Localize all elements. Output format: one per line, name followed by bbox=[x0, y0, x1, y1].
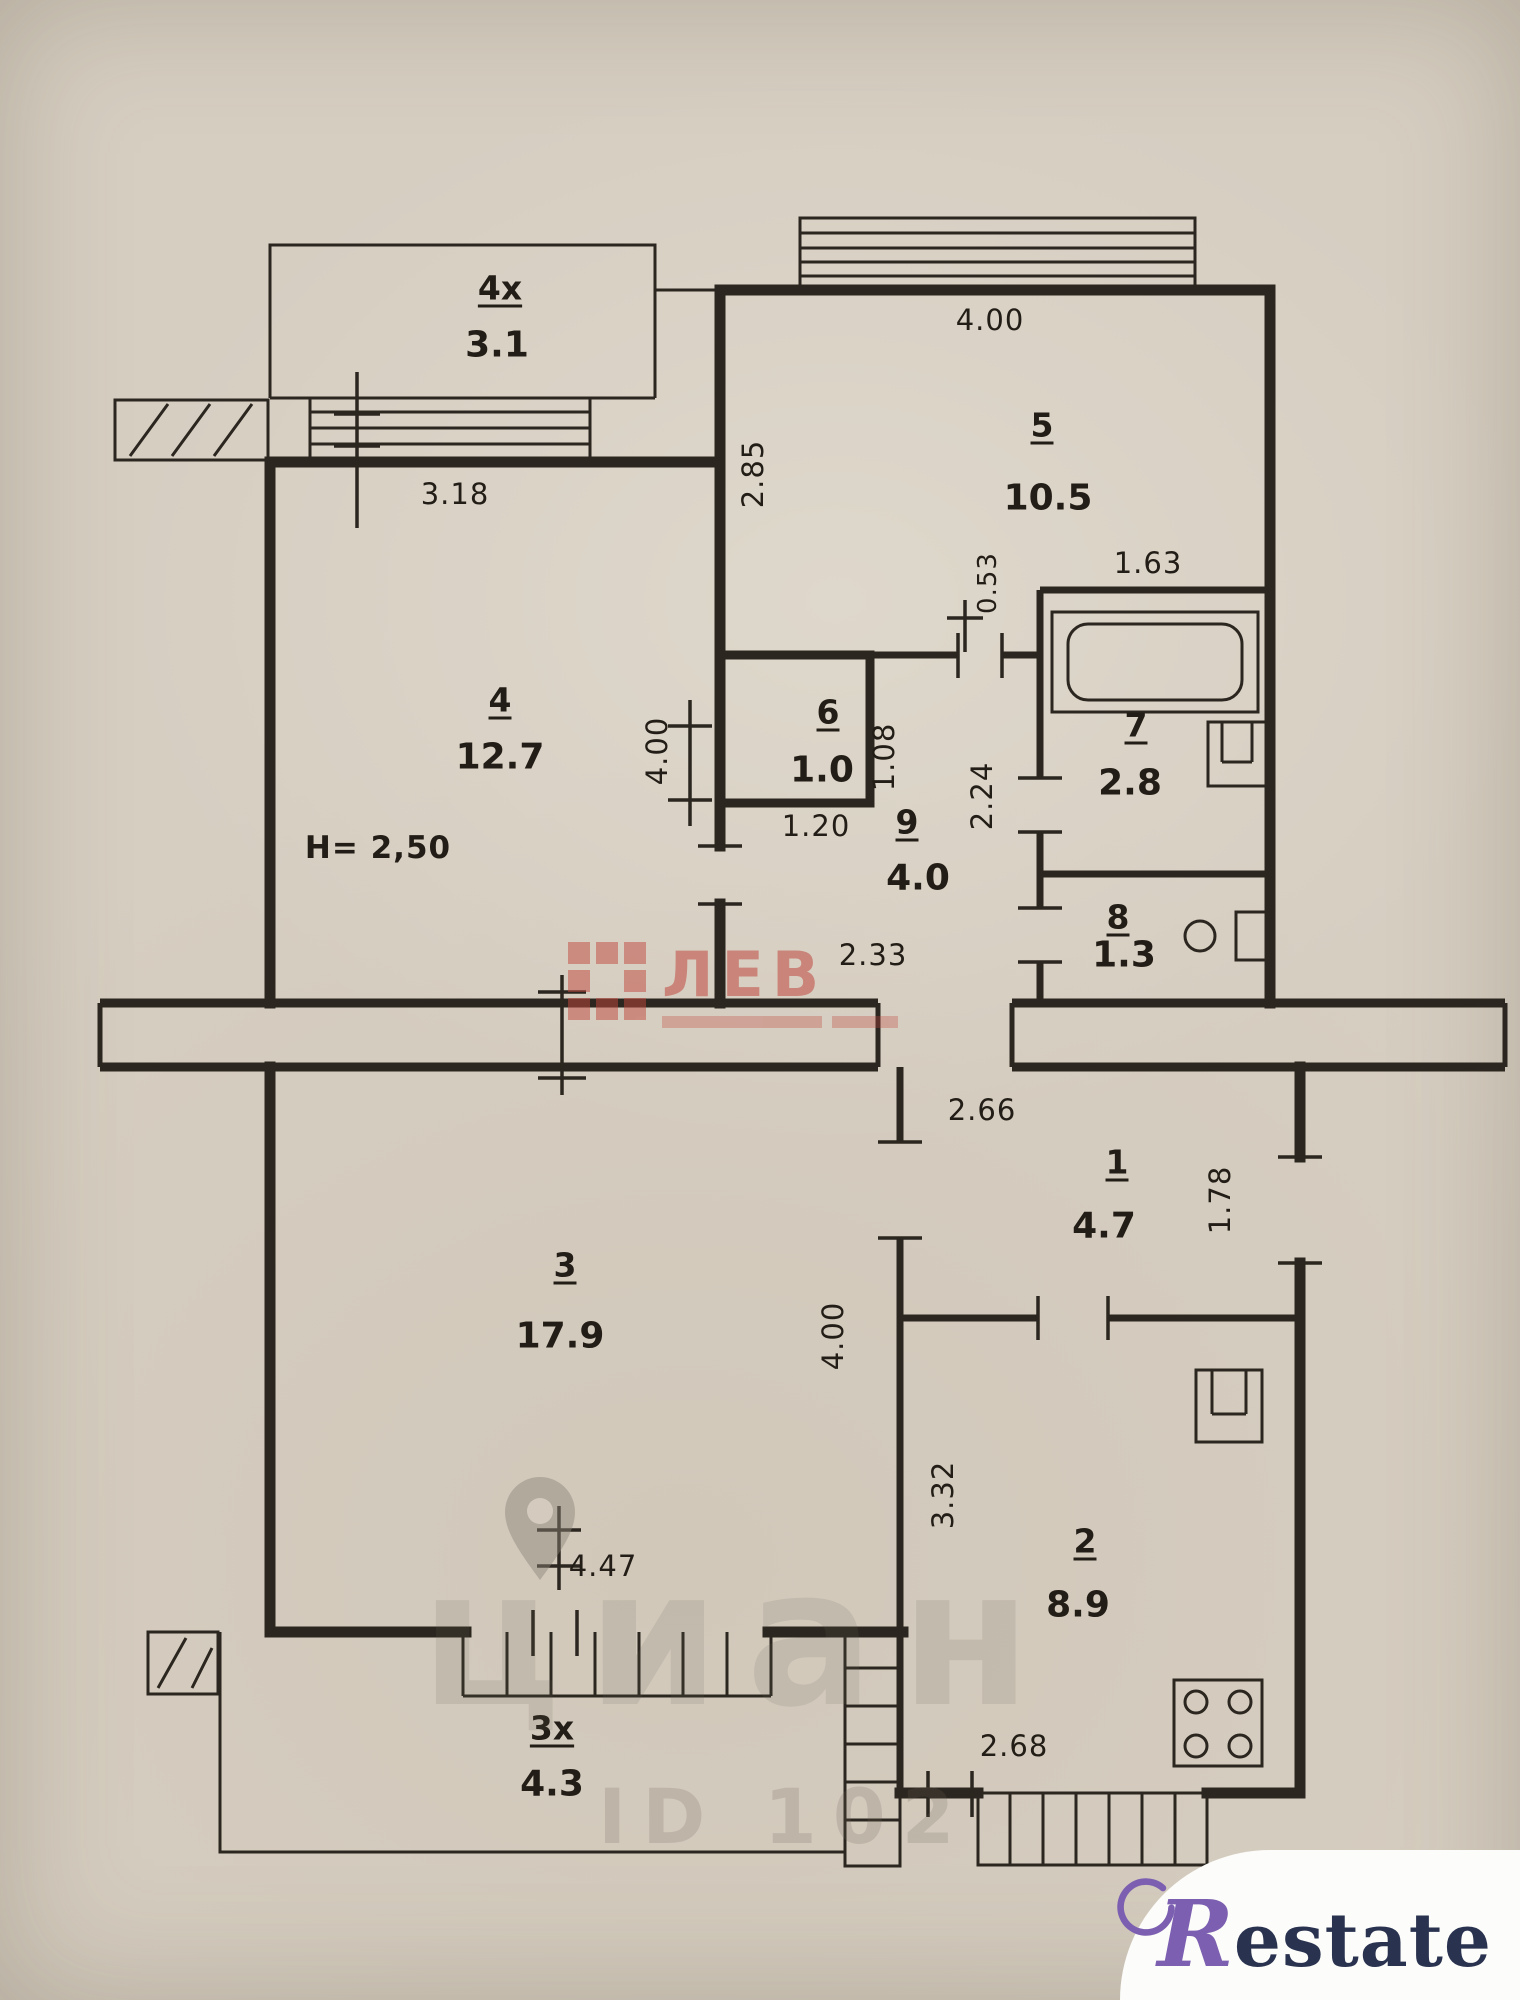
balconies-windows-hatching bbox=[113, 216, 1209, 1868]
room-6-number: 6 bbox=[816, 692, 840, 732]
room-4-area: 12.7 bbox=[455, 736, 545, 778]
room-3-number: 3 bbox=[553, 1245, 577, 1285]
outer-walls bbox=[264, 284, 1306, 1799]
bath-sink-icon bbox=[1206, 720, 1268, 788]
room-7-number: 7 bbox=[1124, 705, 1148, 745]
restate-swirl-icon bbox=[1117, 1878, 1176, 1936]
room-4x-number: 4x bbox=[477, 268, 523, 308]
white-corner-background bbox=[1120, 1850, 1520, 2000]
agency-logo-subtext-bars bbox=[662, 1016, 898, 1028]
location-pin-icon bbox=[505, 1477, 575, 1580]
kitchen-sink-icon bbox=[1194, 1368, 1264, 1444]
room-7-area: 2.8 bbox=[1098, 762, 1162, 804]
room-2-number: 2 bbox=[1073, 1521, 1097, 1561]
plumbing-kitchen-fixtures bbox=[1050, 610, 1270, 1768]
agency-logo-watermark: ЛЕВ bbox=[662, 938, 828, 1011]
dim-bath-top: 1.63 bbox=[1113, 546, 1183, 580]
room-3x-area: 4.3 bbox=[520, 1763, 584, 1805]
listing-id-watermark: ID 102 bbox=[598, 1772, 971, 1861]
dim-kitchen-bottom: 2.68 bbox=[979, 1729, 1049, 1763]
stove-icon bbox=[1172, 1678, 1264, 1768]
room-1-number: 1 bbox=[1105, 1142, 1129, 1182]
restate-logo-r-letter: R bbox=[1157, 1880, 1234, 1988]
wc-sink-icon bbox=[1234, 910, 1270, 962]
toilet-icon bbox=[1183, 919, 1217, 953]
dim-hall1-top: 2.66 bbox=[947, 1093, 1017, 1127]
dim-room5-top: 4.00 bbox=[955, 303, 1025, 337]
door-window-section-marks bbox=[334, 372, 1322, 1817]
dim-kitchen-left: 3.32 bbox=[926, 1460, 960, 1530]
dim-room3-bottom: 4.47 bbox=[568, 1549, 638, 1583]
restate-logo: R estate bbox=[1117, 1878, 1492, 1984]
room-2-area: 8.9 bbox=[1046, 1584, 1110, 1626]
room-9-number: 9 bbox=[895, 802, 919, 842]
dim-room4-right: 4.00 bbox=[640, 716, 674, 786]
room-3x-number: 3x bbox=[529, 1708, 575, 1748]
dim-hall1-right: 1.78 bbox=[1203, 1165, 1237, 1235]
room-5-number: 5 bbox=[1030, 405, 1054, 445]
dim-hall9-right: 2.24 bbox=[965, 761, 999, 831]
middle-bearing-wall bbox=[97, 998, 1508, 1072]
cian-text-watermark: циан bbox=[420, 1528, 1058, 1749]
room-6-area: 1.0 bbox=[790, 749, 854, 791]
room-5-area: 10.5 bbox=[1003, 477, 1093, 519]
dim-room5-left: 2.85 bbox=[736, 439, 770, 509]
room-8-number: 8 bbox=[1106, 897, 1130, 937]
ceiling-height-label: H= 2,50 bbox=[304, 830, 452, 866]
dim-closet-right: 1.08 bbox=[867, 722, 901, 792]
restate-logo-r: R bbox=[1117, 1878, 1234, 1980]
room-8-area: 1.3 bbox=[1092, 934, 1156, 976]
dim-room3-right: 4.00 bbox=[816, 1301, 850, 1371]
room-9-area: 4.0 bbox=[886, 857, 950, 899]
restate-logo-text: estate bbox=[1233, 1898, 1492, 1984]
room-4x-area: 3.1 bbox=[465, 324, 529, 366]
dim-hall9-bottom: 2.33 bbox=[838, 938, 908, 972]
bathtub-icon bbox=[1050, 610, 1260, 714]
room-4-number: 4 bbox=[488, 680, 512, 720]
room-3-area: 17.9 bbox=[515, 1315, 605, 1357]
dim-balcony-top: 3.18 bbox=[420, 477, 490, 511]
bathtub-inner-icon bbox=[1066, 622, 1244, 702]
dim-closet-bottom: 1.20 bbox=[781, 809, 851, 843]
room-1-area: 4.7 bbox=[1072, 1205, 1136, 1247]
dim-niche: 0.53 bbox=[973, 552, 1003, 614]
agency-logo-grid-icon bbox=[568, 942, 646, 1020]
